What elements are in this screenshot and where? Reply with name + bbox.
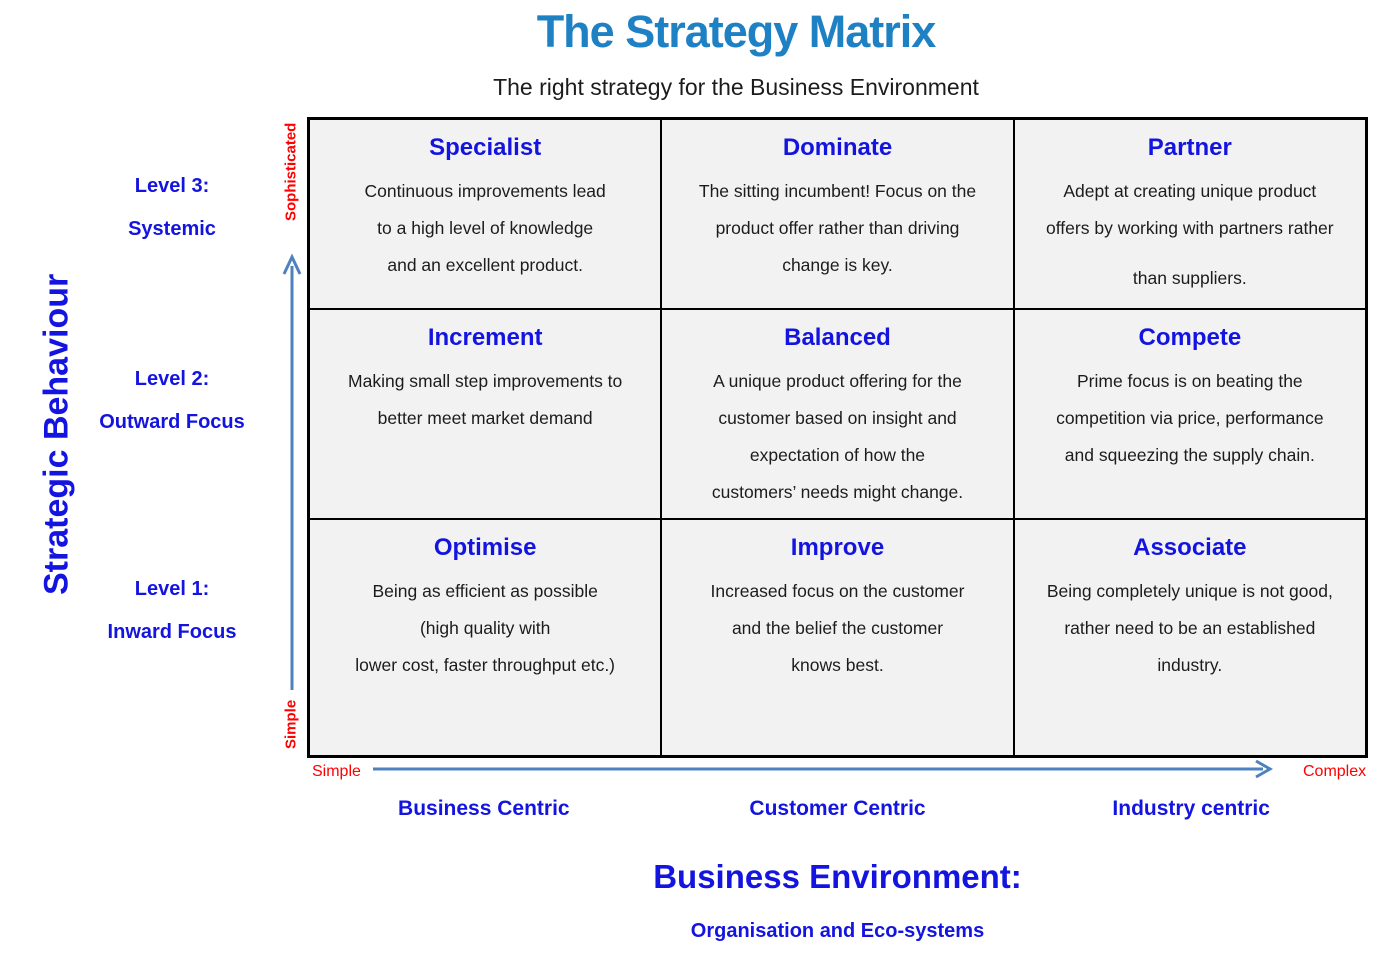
cell-description-line: offers by working with partners rather <box>1046 218 1334 238</box>
matrix-cell-dominate: Dominate The sitting incumbent! Focus on… <box>661 119 1014 309</box>
column-label-customer-centric: Customer Centric <box>749 797 926 820</box>
matrix-cell-partner: Partner Adept at creating unique product… <box>1013 119 1366 309</box>
cell-description-line: expectation of how the <box>749 445 926 465</box>
page-footer: Business Environment: Organisation and E… <box>307 858 1368 943</box>
footer-subtitle: Organisation and Eco-systems <box>690 920 985 942</box>
cell-title: Dominate <box>782 134 893 161</box>
cell-description-line: Continuous improvements lead <box>364 181 606 201</box>
footer-title: Business Environment: <box>653 858 1022 895</box>
cell-description-line: to a high level of knowledge <box>377 218 594 238</box>
cell-description-line: and squeezing the supply chain. <box>1064 445 1315 465</box>
cell-description-line: product offer rather than driving <box>715 218 960 238</box>
cell-description-line: change is key. <box>782 255 893 275</box>
x-axis-simple-label: Simple <box>312 763 361 780</box>
cell-description-line: Making small step improvements to <box>348 371 623 391</box>
cell-description-line: customers’ needs might change. <box>711 482 964 502</box>
matrix-cell-balanced: Balanced A unique product offering for t… <box>661 309 1014 519</box>
level-3-label: Level 3: Systemic <box>52 165 292 251</box>
matrix-cell-associate: Associate Being completely unique is not… <box>1013 519 1366 756</box>
level-2-label: Level 2: Outward Focus <box>52 358 292 444</box>
cell-title: Partner <box>1147 134 1232 161</box>
page-subtitle: The right strategy for the Business Envi… <box>493 74 979 100</box>
page-header: The Strategy Matrix The right strategy f… <box>92 6 1380 101</box>
cell-description-line: The sitting incumbent! Focus on the <box>698 181 977 201</box>
cell-description-line: knows best. <box>791 655 884 675</box>
page-title: The Strategy Matrix <box>536 6 937 57</box>
cell-description-line: Increased focus on the customer <box>710 581 965 601</box>
x-axis-complex-label: Complex <box>1303 763 1367 780</box>
matrix-cell-optimise: Optimise Being as efficient as possible … <box>309 519 662 756</box>
column-labels: Business Centric Customer Centric Indust… <box>307 797 1368 821</box>
cell-title: Increment <box>427 324 543 351</box>
column-label-industry-centric: Industry centric <box>1112 797 1270 820</box>
cell-description-line: competition via price, performance <box>1056 408 1324 428</box>
level-2-line2: Outward Focus <box>99 411 245 433</box>
y-axis-arrow-icon <box>282 253 302 690</box>
cell-description-line: (high quality with <box>419 618 551 638</box>
cell-title: Associate <box>1133 534 1247 561</box>
cell-description-line: A unique product offering for the <box>713 371 962 391</box>
cell-description-line: than suppliers. <box>1132 268 1247 288</box>
y-axis-simple-label: Simple <box>282 699 300 749</box>
y-axis-sophisticated-label: Sophisticated <box>282 122 300 222</box>
matrix-cell-compete: Compete Prime focus is on beating the co… <box>1013 309 1366 519</box>
strategy-matrix-grid: Specialist Continuous improvements lead … <box>307 117 1368 758</box>
cell-description-line: and the belief the customer <box>731 618 944 638</box>
level-3-line1: Level 3: <box>134 175 210 197</box>
cell-description-line: rather need to be an established <box>1064 618 1316 638</box>
cell-title: Improve <box>790 534 885 561</box>
cell-description-line: lower cost, faster throughput etc.) <box>355 655 616 675</box>
matrix-cell-improve: Improve Increased focus on the customer … <box>661 519 1014 756</box>
level-3-line2: Systemic <box>128 218 216 240</box>
cell-description-line: Being completely unique is not good, <box>1046 581 1333 601</box>
level-1-label: Level 1: Inward Focus <box>52 568 292 654</box>
cell-description-line: industry. <box>1157 655 1223 675</box>
matrix-cell-specialist: Specialist Continuous improvements lead … <box>309 119 662 309</box>
level-2-line1: Level 2: <box>134 368 210 390</box>
column-label-business-centric: Business Centric <box>398 797 570 820</box>
cell-description-line: customer based on insight and <box>718 408 957 428</box>
cell-description-line: Being as efficient as possible <box>372 581 598 601</box>
cell-title: Compete <box>1138 324 1242 351</box>
cell-description-line: and an excellent product. <box>387 255 583 275</box>
matrix-cell-increment: Increment Making small step improvements… <box>309 309 662 519</box>
x-axis-arrow-icon <box>373 759 1274 779</box>
cell-description-line: better meet market demand <box>377 408 593 428</box>
cell-title: Balanced <box>784 324 891 351</box>
cell-description-line: Adept at creating unique product <box>1063 181 1317 201</box>
level-1-line1: Level 1: <box>134 578 210 600</box>
cell-title: Specialist <box>429 134 542 161</box>
cell-title: Optimise <box>433 534 537 561</box>
level-1-line2: Inward Focus <box>107 621 237 643</box>
cell-description-line: Prime focus is on beating the <box>1076 371 1303 391</box>
